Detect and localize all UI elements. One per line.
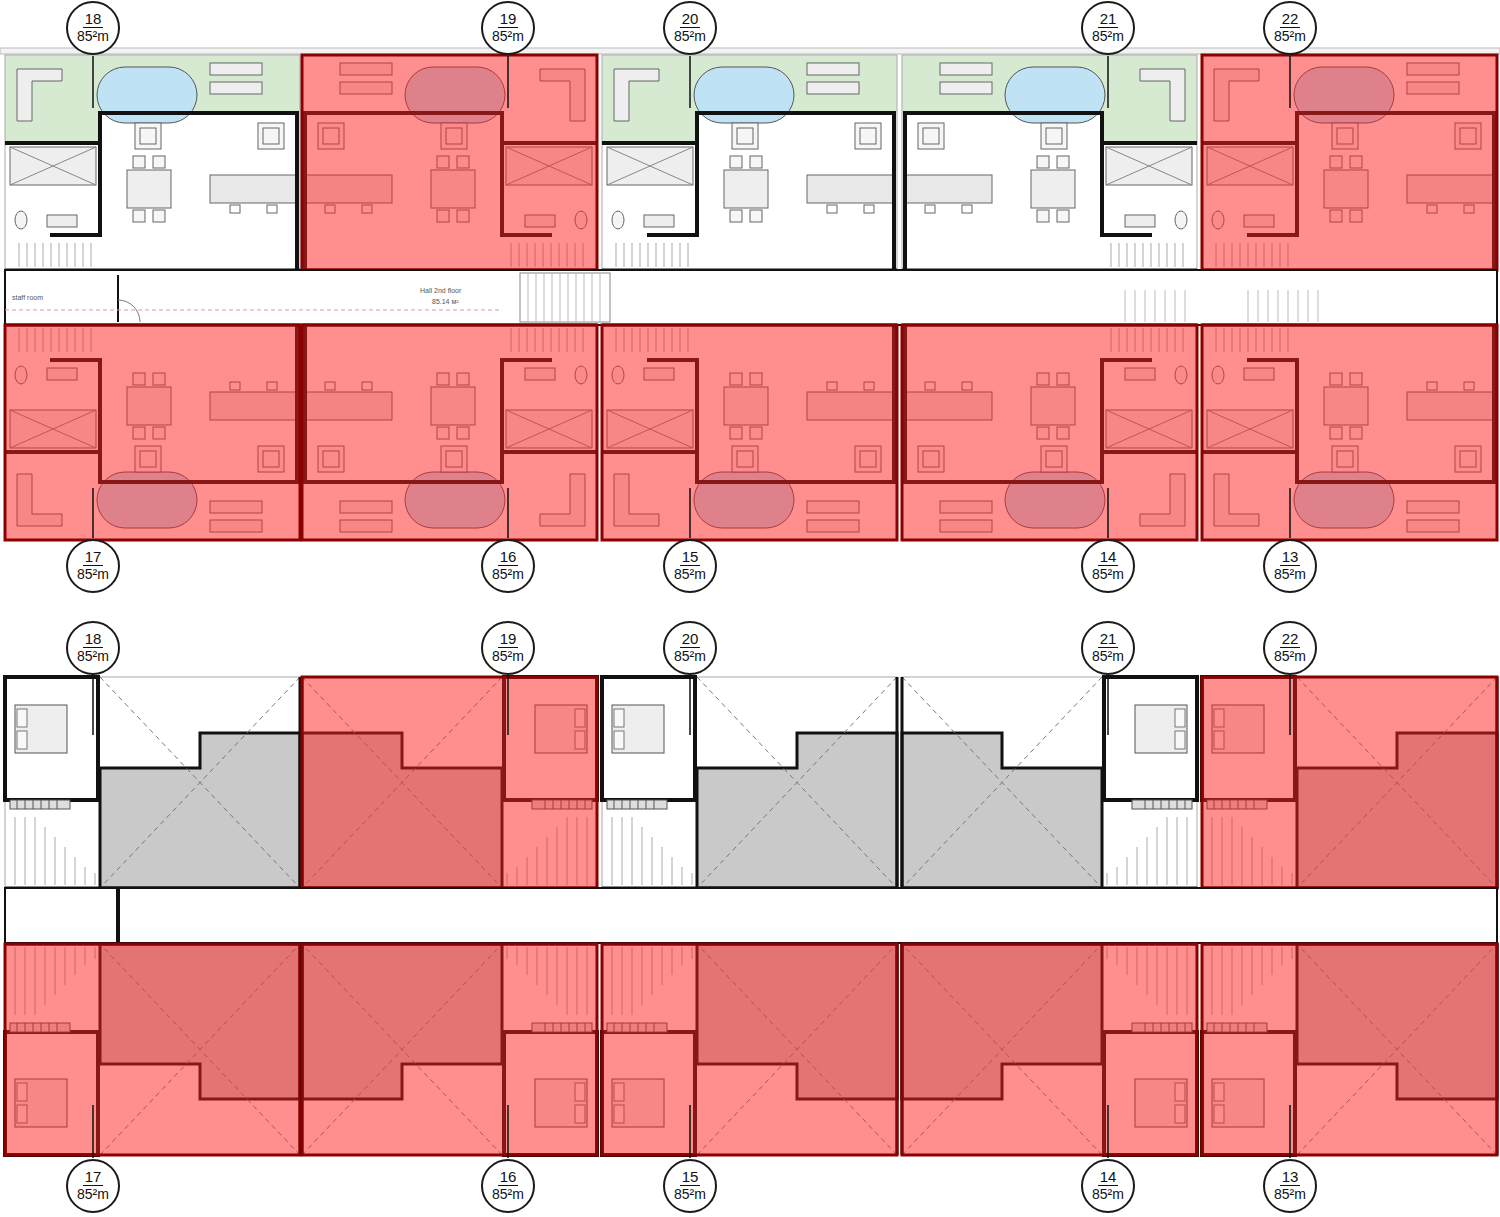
unit-number: 14	[1098, 1169, 1119, 1186]
unit-number: 20	[680, 631, 701, 648]
unit-area: 85²m	[1092, 1186, 1124, 1203]
unit-area: 85²m	[1274, 566, 1306, 583]
unit-number: 16	[498, 1169, 519, 1186]
unit-area: 85²m	[674, 1186, 706, 1203]
unit-callout-circle: 1885²m	[66, 621, 120, 675]
unit-number: 15	[680, 549, 701, 566]
unit-callout-circle: 2185²m	[1081, 621, 1135, 675]
unit-callout-circle: 1585²m	[663, 1159, 717, 1213]
unit-number: 22	[1280, 631, 1301, 648]
unit-callout-circle: 2285²m	[1263, 621, 1317, 675]
unit-callout-circle: 1785²m	[66, 539, 120, 593]
unit-area: 85²m	[674, 28, 706, 45]
unit-callout-circle: 1485²m	[1081, 539, 1135, 593]
unit-area: 85²m	[77, 1186, 109, 1203]
unit-area: 85²m	[77, 648, 109, 665]
unit-number: 13	[1280, 549, 1301, 566]
unit-area: 85²m	[674, 566, 706, 583]
unit-area: 85²m	[492, 28, 524, 45]
unit-area: 85²m	[674, 648, 706, 665]
unit-callout-circle: 2185²m	[1081, 1, 1135, 55]
unit-area: 85²m	[1092, 28, 1124, 45]
unit-number: 18	[83, 11, 104, 28]
unit-callout-circle: 1385²m	[1263, 1159, 1317, 1213]
unit-callout-circle: 2085²m	[663, 621, 717, 675]
unit-number: 20	[680, 11, 701, 28]
unit-callout-circle: 1685²m	[481, 539, 535, 593]
unit-number: 22	[1280, 11, 1301, 28]
unit-number: 19	[498, 11, 519, 28]
unit-area: 85²m	[492, 566, 524, 583]
unit-callout-circle: 1985²m	[481, 621, 535, 675]
unit-area: 85²m	[77, 28, 109, 45]
unit-area: 85²m	[492, 648, 524, 665]
unit-number: 21	[1098, 11, 1119, 28]
unit-area: 85²m	[1274, 648, 1306, 665]
unit-area: 85²m	[1092, 648, 1124, 665]
unit-area: 85²m	[1092, 566, 1124, 583]
unit-number: 16	[498, 549, 519, 566]
unit-callout-circle: 2285²m	[1263, 1, 1317, 55]
unit-number: 13	[1280, 1169, 1301, 1186]
unit-area: 85²m	[1274, 28, 1306, 45]
unit-callout-circle: 1385²m	[1263, 539, 1317, 593]
unit-number: 18	[83, 631, 104, 648]
unit-callout-circle: 1985²m	[481, 1, 535, 55]
unit-callout-circle: 1685²m	[481, 1159, 535, 1213]
plan-note: Hall 2nd floor	[420, 287, 461, 295]
unit-area: 85²m	[77, 566, 109, 583]
unit-callout-circle: 1785²m	[66, 1159, 120, 1213]
unit-number: 19	[498, 631, 519, 648]
plan-note: staff room	[12, 294, 43, 302]
unit-number: 21	[1098, 631, 1119, 648]
unit-area: 85²m	[1274, 1186, 1306, 1203]
unit-area: 85²m	[492, 1186, 524, 1203]
unit-number: 17	[83, 549, 104, 566]
plan-note: 85.14 м²	[432, 298, 459, 306]
unit-number: 15	[680, 1169, 701, 1186]
unit-callout-circle: 1885²m	[66, 1, 120, 55]
unit-callout-circle: 2085²m	[663, 1, 717, 55]
unit-callout-circle: 1485²m	[1081, 1159, 1135, 1213]
unit-number: 17	[83, 1169, 104, 1186]
unit-callout-circle: 1585²m	[663, 539, 717, 593]
unit-number: 14	[1098, 549, 1119, 566]
